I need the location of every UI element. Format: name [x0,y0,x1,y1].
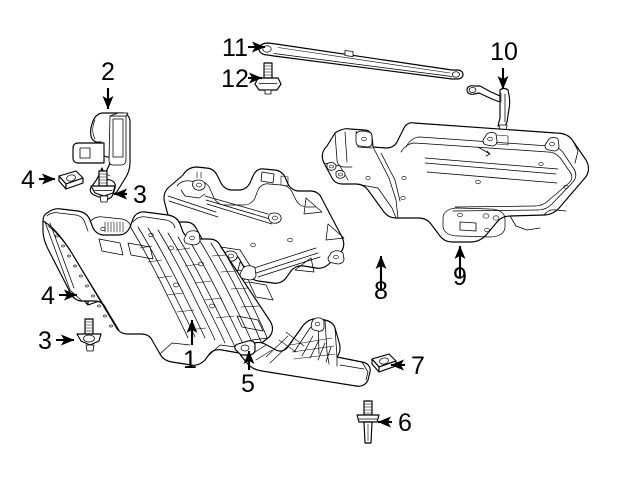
shield-ribs [130,226,268,349]
callout-label-5: 5 [241,370,255,398]
callout-label-4-lower: 4 [41,282,55,310]
callout-1: 1 [183,319,198,374]
callout-label-8: 8 [374,277,388,305]
part-10-support-rod-bracket [466,85,511,133]
callout-2: 2 [101,58,115,110]
callout-label-6: 6 [398,409,412,437]
callout-10: 10 [490,38,518,90]
callout-label-12: 12 [221,65,249,93]
callout-label-4-upper: 4 [21,166,35,194]
part-6-bolt-fastener [356,400,380,444]
callout-9: 9 [453,245,467,291]
part-1-engine-splash-shield-main [42,208,274,366]
callout-label-2: 2 [101,58,115,86]
callout-label-7: 7 [411,352,425,380]
callout-label-3-lower: 3 [38,327,52,355]
callout-label-3-upper: 3 [133,181,147,209]
callout-11: 11 [222,34,266,62]
callout-layer: 1 2 3 3 4 4 5 6 [21,34,518,437]
louvre-detail [104,221,124,233]
callout-6: 6 [377,409,412,437]
part-9-rear-underbody-panel [321,122,590,243]
part-8-center-underbody-shield [163,166,345,284]
callout-4-lower: 4 [41,282,78,310]
callout-12: 12 [221,65,263,93]
callout-3-lower: 3 [38,327,75,355]
callout-4-upper: 4 [21,166,56,194]
callout-5: 5 [241,350,255,398]
callout-label-11: 11 [222,34,248,62]
callout-3-upper: 3 [113,181,147,209]
callout-7: 7 [390,352,425,380]
part-4-retainer-clip-nut-upper [58,170,84,190]
lip-perforations [55,234,113,328]
callout-label-10: 10 [490,38,518,66]
shield-cross-bars [139,245,260,331]
part-3-push-pin-fastener-upper [90,170,116,203]
callout-label-9: 9 [453,263,467,291]
callout-8: 8 [374,255,388,305]
callout-label-1: 1 [183,346,197,374]
part-3-push-pin-fastener-lower [76,318,102,352]
